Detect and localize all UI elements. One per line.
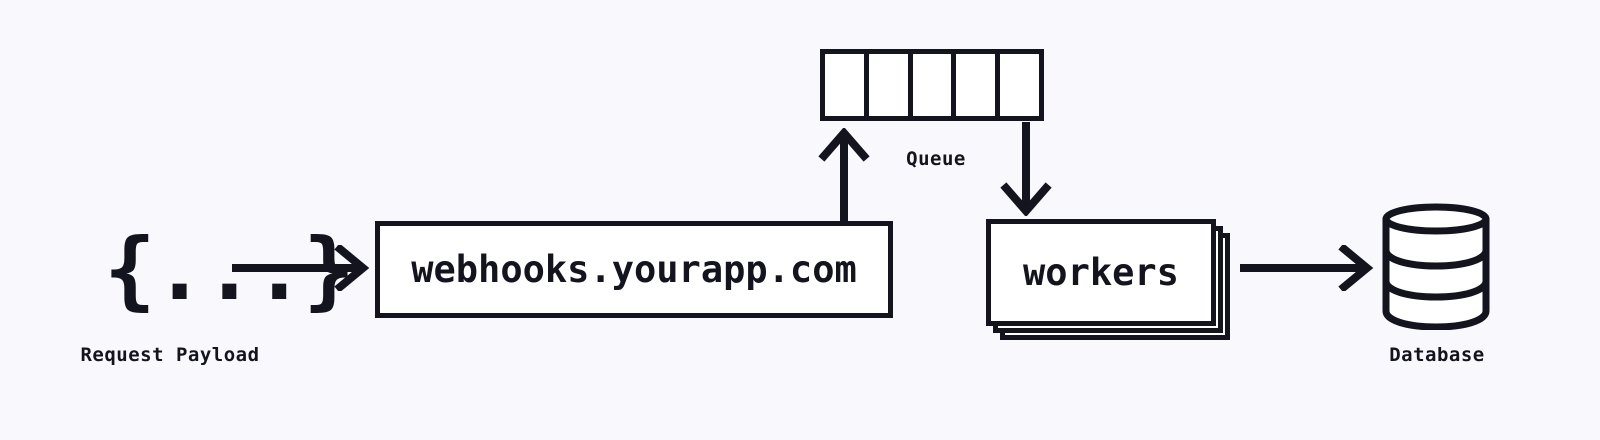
queue-label: Queue — [906, 148, 966, 170]
queue-cell — [912, 54, 957, 116]
arrow-queue-to-workers — [1000, 122, 1052, 218]
queue-cell — [825, 54, 869, 116]
server-node[interactable]: webhooks.yourapp.com — [375, 221, 893, 318]
arrow-workers-to-database — [1240, 243, 1376, 293]
server-node-label: webhooks.yourapp.com — [411, 248, 857, 291]
json-braces-icon: {...} — [104, 220, 355, 320]
arrow-server-to-queue — [818, 126, 870, 222]
queue-node[interactable] — [820, 49, 1044, 121]
arrow-payload-to-server — [232, 243, 372, 293]
workers-node[interactable]: workers — [986, 219, 1230, 341]
queue-cell — [956, 54, 1001, 116]
database-label: Database — [1389, 344, 1485, 366]
workers-node-label: workers — [1023, 251, 1179, 294]
queue-cell — [1000, 54, 1039, 116]
database-cylinder-icon[interactable] — [1378, 200, 1498, 331]
request-payload-label: Request Payload — [80, 344, 260, 366]
workers-stack-sheet-front: workers — [986, 219, 1216, 326]
queue-cell — [868, 54, 913, 116]
